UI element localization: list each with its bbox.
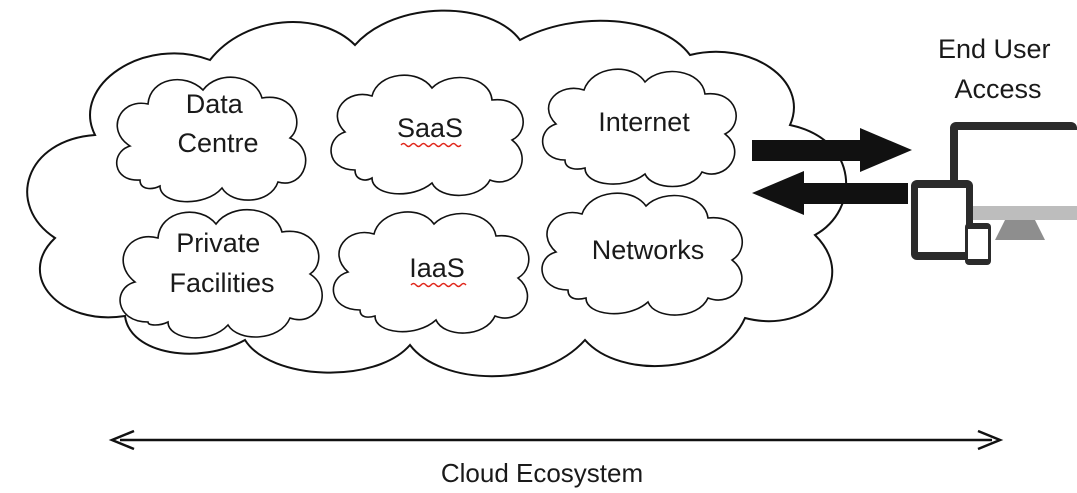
saas-label: SaaS	[397, 113, 463, 143]
data-centre-cloud	[115, 76, 307, 203]
saas-spellcheck-underline	[400, 142, 462, 148]
networks-cloud	[541, 192, 743, 316]
tablet-icon	[911, 180, 973, 260]
saas-cloud	[330, 74, 524, 197]
iaas-label: IaaS	[409, 253, 465, 283]
ecosystem-span-arrow	[108, 429, 1004, 451]
inbound-arrow	[752, 171, 908, 215]
private-facilities-line-1: Private	[176, 228, 260, 258]
internet-label: Internet	[598, 107, 690, 137]
devices-icon	[911, 122, 1077, 265]
internet-cloud	[541, 68, 737, 188]
private-facilities-label: Private Facilities	[169, 228, 274, 298]
end-user-line-1: End User	[938, 34, 1051, 64]
private-facilities-line-2: Facilities	[169, 268, 274, 298]
data-centre-line-1: Data	[186, 89, 244, 119]
cloud-ecosystem-label: Cloud Ecosystem	[441, 458, 643, 488]
end-user-access-label: End User Access	[938, 34, 1058, 104]
end-user-line-2: Access	[954, 74, 1041, 104]
data-centre-label: Data Centre	[177, 89, 258, 158]
iaas-cloud	[332, 211, 530, 334]
phone-icon	[965, 223, 991, 265]
iaas-spellcheck-underline	[410, 282, 467, 288]
data-centre-line-2: Centre	[177, 128, 258, 158]
networks-label: Networks	[592, 235, 705, 265]
outbound-arrow	[752, 128, 912, 172]
private-facilities-cloud	[119, 209, 323, 339]
monitor-icon	[950, 122, 1077, 240]
